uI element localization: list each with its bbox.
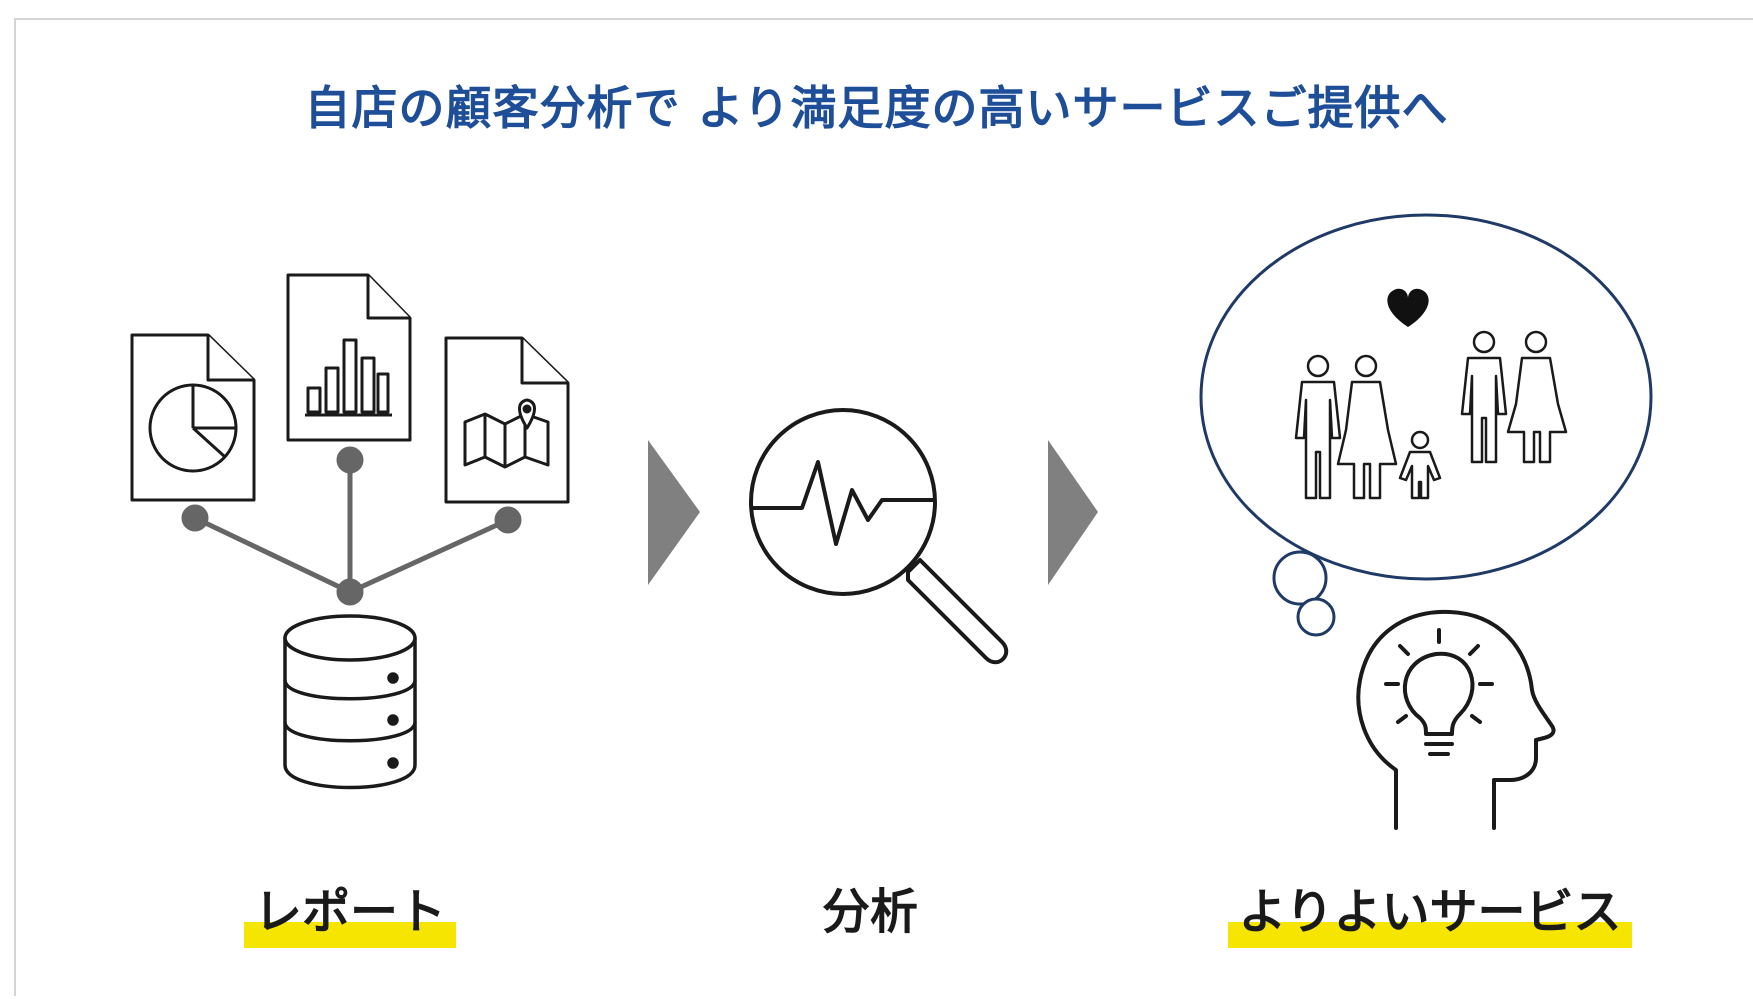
thought-bubble	[1199, 213, 1653, 637]
arrow-right-2-icon	[1048, 440, 1098, 585]
analysis-magnifier-icon	[749, 408, 1009, 665]
heart-icon	[1387, 288, 1429, 327]
slide-title: 自店の顧客分析で より満足度の高いサービスご提供へ	[304, 81, 1449, 135]
step-label-better-service: よりよいサービス	[1200, 872, 1660, 948]
highlight-marker: よりよいサービス	[1228, 872, 1632, 948]
family-icon	[1294, 330, 1568, 500]
step-label-analysis: 分析	[821, 884, 918, 940]
step-label-report: レポート	[210, 872, 490, 948]
bar-chart-document-icon	[286, 273, 412, 442]
report-documents	[130, 273, 570, 504]
slide-frame	[14, 18, 1753, 996]
database-icon	[283, 614, 417, 790]
map-document-icon	[444, 336, 570, 504]
data-connectors	[181, 446, 522, 606]
arrow-right-1-icon	[648, 440, 700, 585]
head-lightbulb-icon	[1356, 609, 1556, 830]
highlight-marker: レポート	[243, 872, 457, 948]
pie-chart-document-icon	[130, 333, 256, 502]
